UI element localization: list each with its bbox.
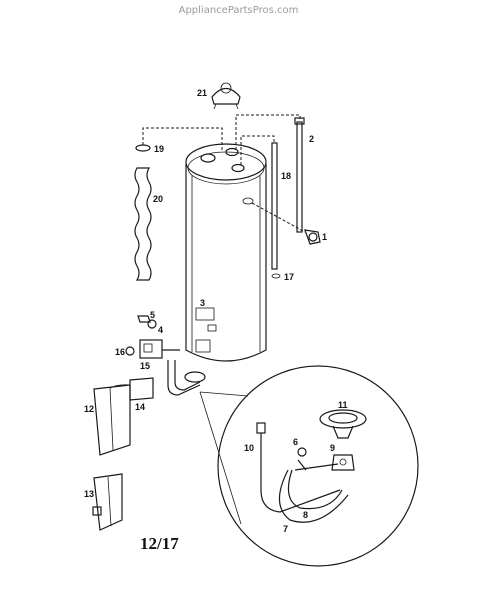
- part-label-16: 16: [115, 347, 125, 357]
- part-7-thermocouple[interactable]: [278, 469, 349, 523]
- part-label-7: 7: [283, 524, 288, 534]
- burner-tubes-upper: [167, 360, 206, 396]
- part-20-dip-tube[interactable]: [134, 167, 152, 281]
- part-6-screw[interactable]: [297, 447, 307, 471]
- page-number: 12/17: [140, 534, 179, 553]
- part-16-knob[interactable]: [125, 346, 135, 356]
- part-label-4: 4: [158, 325, 163, 335]
- part-label-3: 3: [200, 298, 205, 308]
- part-label-18: 18: [281, 171, 291, 181]
- part-label-9: 9: [330, 443, 335, 453]
- part-17-plug[interactable]: [271, 273, 281, 279]
- part-label-20: 20: [153, 194, 163, 204]
- part-label-10: 10: [244, 443, 254, 453]
- part-8-manifold-tube[interactable]: [287, 463, 343, 510]
- part-10-pilot-tube[interactable]: [256, 422, 341, 513]
- part-label-13: 13: [84, 489, 94, 499]
- part-label-1: 1: [322, 232, 327, 242]
- part-label-6: 6: [293, 437, 298, 447]
- part-label-12: 12: [84, 404, 94, 414]
- watermark-text: AppliancePartsPros.com: [178, 5, 299, 16]
- part-18-anode-rod[interactable]: [271, 142, 278, 270]
- part-label-2: 2: [309, 134, 314, 144]
- tank-body: [185, 143, 267, 362]
- part-label-11: 11: [338, 400, 348, 410]
- part-15-gas-valve[interactable]: [139, 339, 180, 359]
- part-12-outer-door[interactable]: [93, 384, 131, 456]
- detail-callout: [199, 365, 419, 567]
- part-5-fitting[interactable]: [137, 315, 151, 323]
- part-21-top-cap[interactable]: [211, 82, 241, 110]
- part-13-bracket[interactable]: [92, 473, 123, 531]
- part-label-15: 15: [140, 361, 150, 371]
- part-label-19: 19: [154, 144, 164, 154]
- part-label-14: 14: [135, 402, 145, 412]
- part-label-8: 8: [303, 510, 308, 520]
- part-label-21: 21: [197, 88, 207, 98]
- part-19-gasket[interactable]: [135, 144, 151, 152]
- part-1-relief-valve[interactable]: [304, 229, 321, 245]
- part-2-nipple[interactable]: [294, 117, 305, 233]
- part-label-17: 17: [284, 272, 294, 282]
- part-label-5: 5: [150, 310, 155, 320]
- part-9-pilot-assembly[interactable]: [331, 454, 355, 471]
- part-4-nut[interactable]: [147, 319, 157, 329]
- part-14-inner-door[interactable]: [129, 377, 154, 401]
- part-11-burner[interactable]: [319, 409, 367, 439]
